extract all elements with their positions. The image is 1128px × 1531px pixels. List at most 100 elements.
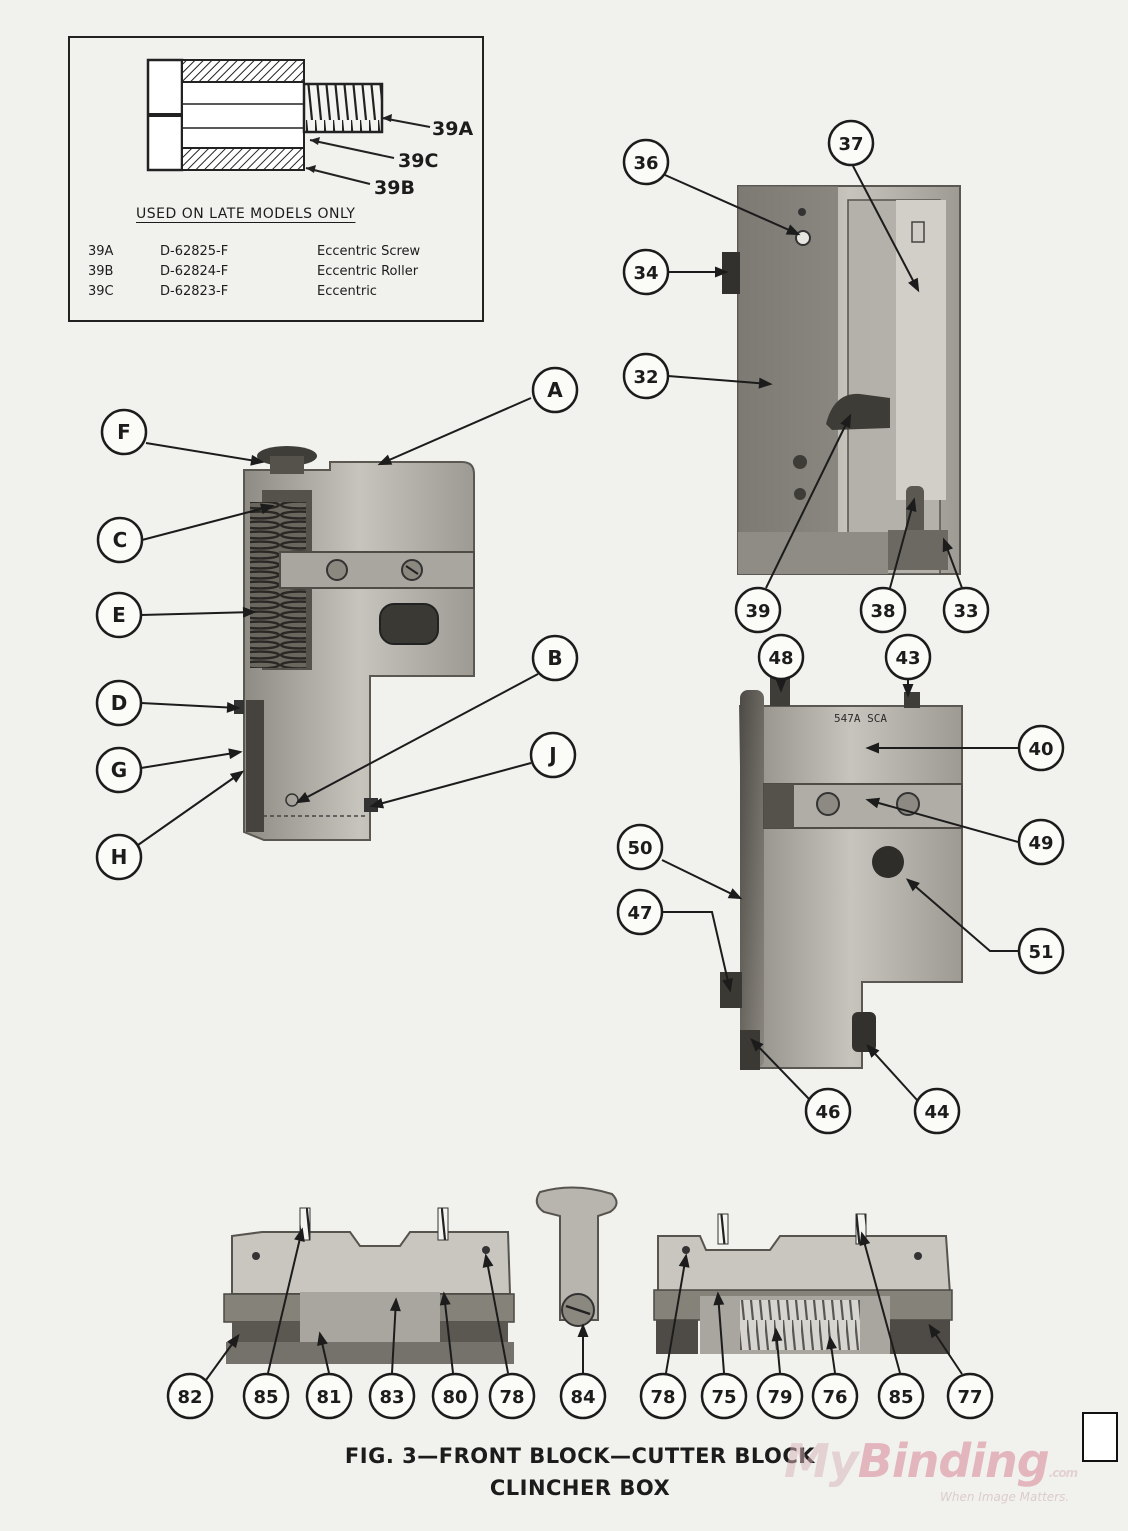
leader-arrow-47 xyxy=(722,978,733,993)
callout-label: 49 xyxy=(1028,833,1053,854)
callout-circle xyxy=(811,1372,859,1420)
callout-34: 34 xyxy=(622,248,670,296)
leader-arrow-46 xyxy=(750,1038,764,1052)
leader-line-a xyxy=(379,397,532,465)
callout-51: 51 xyxy=(1017,927,1065,975)
leader-line-85 xyxy=(267,1229,303,1374)
callout-77: 77 xyxy=(946,1372,994,1420)
callout-85: 85 xyxy=(877,1372,925,1420)
callout-circle xyxy=(305,1372,353,1420)
leader-arrow-38 xyxy=(905,497,917,513)
callout-78: 78 xyxy=(639,1372,687,1420)
callout-label: 40 xyxy=(1028,739,1053,760)
leader-arrow-34 xyxy=(715,266,729,278)
callout-circle xyxy=(529,731,577,779)
clincher-box-left-drawing xyxy=(223,1207,515,1364)
leader-line-36 xyxy=(664,174,799,235)
callout-e: E xyxy=(95,591,143,639)
callout-label: 83 xyxy=(379,1387,404,1408)
leader-arrow-36 xyxy=(785,224,801,236)
clincher-block-drawing xyxy=(720,676,963,1070)
leader-line-d xyxy=(140,702,239,709)
part-number: D-62825-F xyxy=(160,244,229,259)
leader-line-78 xyxy=(665,1255,687,1374)
leader-line-78 xyxy=(485,1255,509,1374)
callout-circle xyxy=(827,119,875,167)
callout-label: 78 xyxy=(499,1387,524,1408)
callout-83: 83 xyxy=(368,1372,416,1420)
inset-callout-39c: 39C xyxy=(398,150,438,172)
callout-label: E xyxy=(112,603,126,627)
part-number: D-62824-F xyxy=(160,264,229,279)
watermark-suffix: .com xyxy=(1048,1466,1078,1480)
leader-line-83 xyxy=(391,1299,397,1374)
callout-circle xyxy=(1017,818,1065,866)
leader-line-e xyxy=(140,611,255,616)
caption-line-2: CLINCHER BOX xyxy=(489,1476,671,1500)
leader-line-h xyxy=(137,771,243,846)
part-item: 39C xyxy=(88,284,114,299)
callout-49: 49 xyxy=(1017,818,1065,866)
callout-label: 38 xyxy=(870,601,895,622)
callout-circle xyxy=(639,1372,687,1420)
leader-arrow-75 xyxy=(713,1291,725,1306)
leader-arrow-77 xyxy=(928,1323,941,1339)
callout-a: A xyxy=(531,366,579,414)
figure-caption: FIG. 3—FRONT BLOCK—CUTTER BLOCK CLINCHER… xyxy=(300,1440,860,1504)
watermark-brand-a: My xyxy=(784,1434,859,1488)
leader-arrow-e xyxy=(242,606,257,618)
leader-arrow-39 xyxy=(840,413,852,429)
callout-label: 48 xyxy=(768,648,793,669)
leader-arrow-49 xyxy=(865,797,881,809)
callout-circle xyxy=(96,516,144,564)
leader-line-50 xyxy=(661,859,741,899)
callout-d: D xyxy=(95,679,143,727)
leader-line-32 xyxy=(667,375,771,385)
callout-label: J xyxy=(547,743,556,767)
callout-label: G xyxy=(111,758,127,782)
callout-b: B xyxy=(531,634,579,682)
callout-47: 47 xyxy=(616,888,664,936)
callout-circle xyxy=(531,634,579,682)
parts-row: 39C D-62823-F Eccentric xyxy=(88,284,468,304)
leader-arrow-78 xyxy=(678,1253,690,1268)
callout-circle xyxy=(884,633,932,681)
leader-arrow-44 xyxy=(866,1044,880,1058)
callout-label: 32 xyxy=(633,367,658,388)
leader-line-47 xyxy=(662,911,731,991)
callout-circle xyxy=(95,591,143,639)
callout-label: 80 xyxy=(442,1387,467,1408)
leader-line-38 xyxy=(889,499,915,589)
part-item: 39B xyxy=(88,264,114,279)
leader-arrow-j xyxy=(369,797,385,809)
callout-circle xyxy=(622,138,670,186)
leader-arrow-40 xyxy=(865,742,879,754)
leader-line-51 xyxy=(907,879,1018,952)
callout-circle xyxy=(859,586,907,634)
callout-label: 50 xyxy=(627,838,652,859)
callout-78: 78 xyxy=(488,1372,536,1420)
callout-label: 76 xyxy=(822,1387,847,1408)
callout-44: 44 xyxy=(913,1087,961,1135)
leader-line-c xyxy=(141,505,273,541)
callout-label: B xyxy=(547,646,562,670)
parts-row: 39A D-62825-F Eccentric Screw xyxy=(88,244,468,264)
leader-line-75 xyxy=(717,1293,725,1374)
callout-g: G xyxy=(95,746,143,794)
callout-circle xyxy=(531,366,579,414)
leader-line-37 xyxy=(852,165,919,291)
callout-circle xyxy=(700,1372,748,1420)
leader-arrow-78 xyxy=(482,1253,494,1268)
callout-32: 32 xyxy=(622,352,670,400)
callout-50: 50 xyxy=(616,823,664,871)
late-models-inset xyxy=(68,36,484,322)
watermark-brand-b: Binding xyxy=(857,1434,1050,1488)
callout-label: 47 xyxy=(627,903,652,924)
cutter-block-drawing xyxy=(722,185,961,575)
leader-arrow-32 xyxy=(758,377,773,389)
callout-j: J xyxy=(529,731,577,779)
leader-line-f xyxy=(145,442,263,463)
